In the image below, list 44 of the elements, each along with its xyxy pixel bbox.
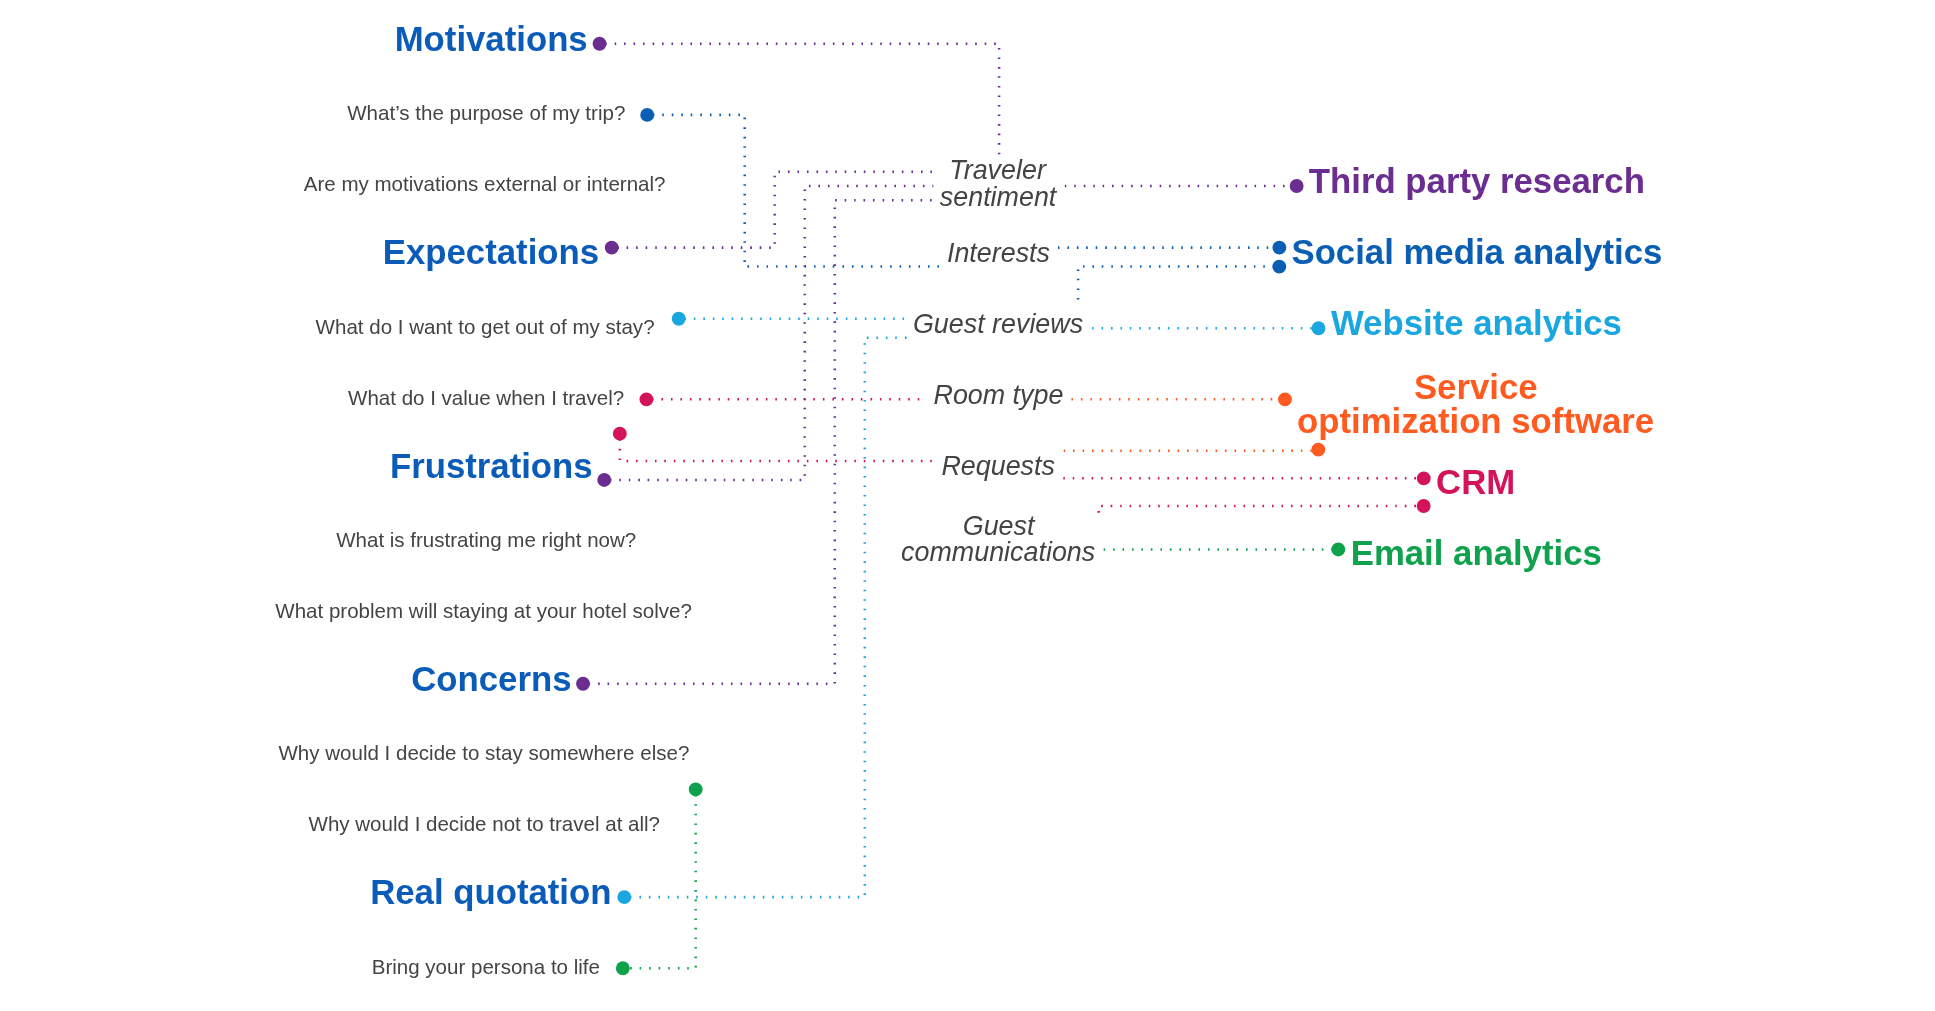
connector [597, 184, 934, 487]
node-text: Room type [933, 379, 1064, 410]
node-text: Interests [946, 237, 1050, 268]
connector [1058, 240, 1287, 255]
node-text: Frustrations [389, 446, 593, 485]
node-text: What’s the purpose of my trip? [347, 100, 626, 124]
node-text: Website analytics [1330, 303, 1622, 342]
connector [1064, 178, 1304, 193]
node-text: What do I value when I travel? [348, 385, 625, 409]
node-text: Motivations [394, 19, 588, 58]
connector [576, 198, 934, 691]
connector [640, 107, 941, 268]
node-text: CRM [1436, 462, 1516, 501]
connector [615, 781, 703, 975]
node-text: Guest communications [901, 510, 1096, 567]
connector [1071, 391, 1292, 406]
node-text: Concerns [411, 659, 572, 698]
node-text: Email analytics [1350, 533, 1602, 572]
node-text: Are my motivations external or internal? [303, 171, 666, 195]
node-text: Service optimization software [1296, 367, 1655, 440]
connector [671, 311, 907, 326]
node-text: Third party research [1308, 161, 1645, 200]
connector [612, 426, 935, 462]
node-text: What do I want to get out of my stay? [315, 314, 655, 338]
node-text: Why would I decide to stay somewhere else? [278, 740, 690, 764]
connector [617, 335, 907, 904]
connector [1092, 320, 1326, 335]
connector [1063, 442, 1326, 457]
node-text: Guest reviews [912, 308, 1084, 339]
node-text: Why would I decide not to travel at all? [308, 811, 661, 835]
node-text: Bring your persona to life [371, 954, 600, 978]
connector [1076, 259, 1287, 300]
connector [604, 170, 933, 255]
connector [1063, 470, 1431, 485]
node-text: Social media analytics [1291, 232, 1663, 271]
connector [592, 36, 1001, 157]
node-text: What problem will staying at your hotel solve? [275, 598, 692, 622]
node-text: Expectations [382, 232, 600, 271]
connector [1097, 498, 1431, 513]
connector [1103, 542, 1346, 556]
node-text: Real quotation [370, 872, 612, 911]
node-text: Requests [941, 450, 1055, 481]
node-text: What is frustrating me right now? [336, 527, 637, 551]
node-text: Traveler sentiment [939, 154, 1057, 212]
